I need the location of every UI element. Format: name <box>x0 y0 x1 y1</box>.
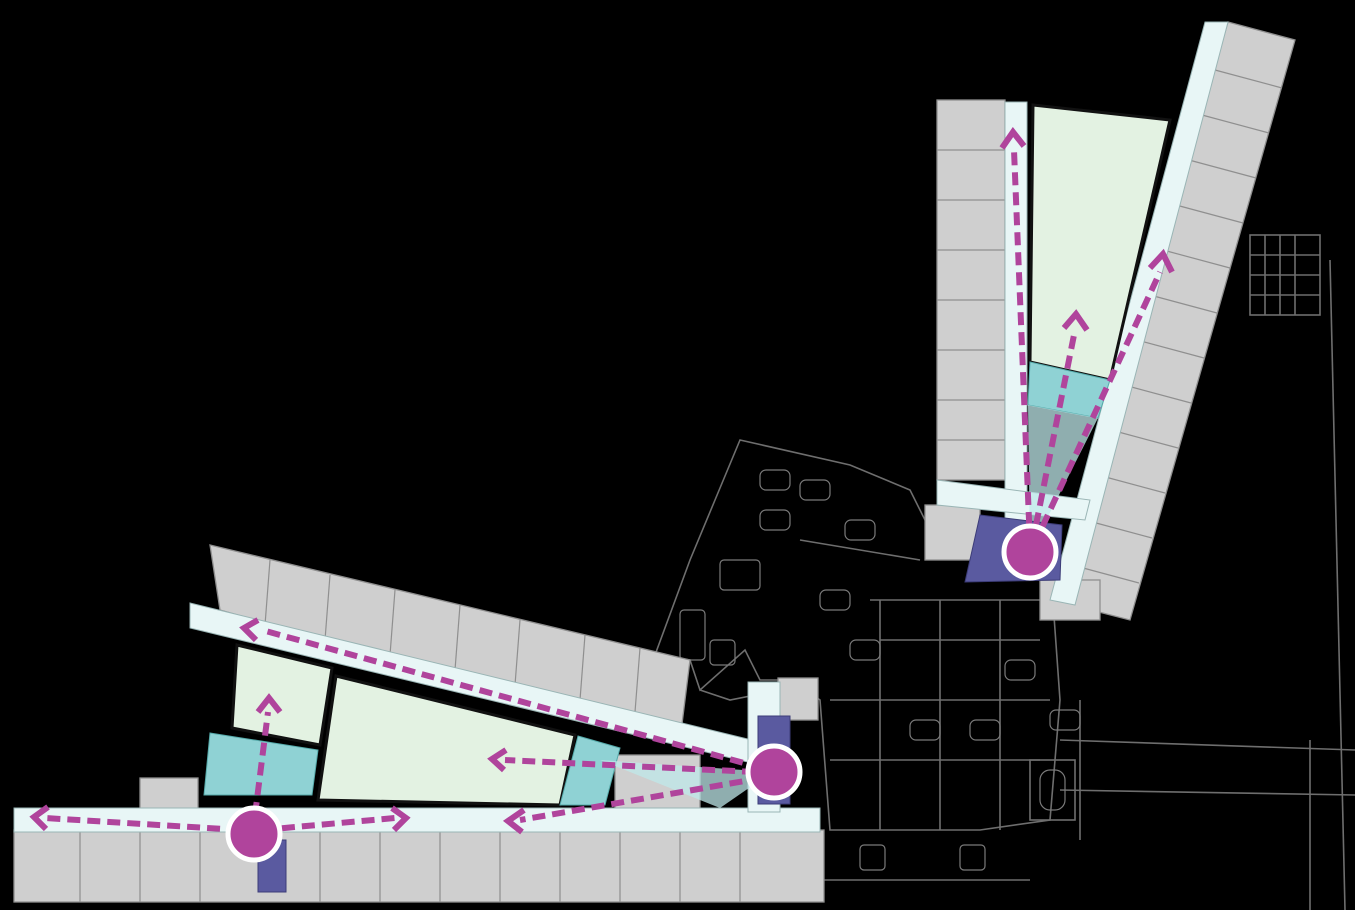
chevron-up-icon <box>255 693 283 714</box>
sightline-east <box>261 815 396 833</box>
sightline-northeast <box>1031 270 1163 547</box>
south-wing-rooms <box>13 829 825 903</box>
sightline-courtyard-north <box>1029 329 1078 546</box>
chevron-up-icon <box>1061 309 1090 332</box>
chevron-up-icon <box>999 126 1027 150</box>
transition-zones <box>203 361 1111 806</box>
sightline-arrows <box>44 149 1163 833</box>
courtyards <box>230 103 1172 807</box>
sightline-west <box>44 815 241 833</box>
arrow-heads <box>29 126 1175 835</box>
chevron-left-icon <box>239 617 260 643</box>
central-hub-node-icon <box>745 743 803 801</box>
chevron-left-icon <box>29 804 50 832</box>
hub-nodes <box>225 523 1059 863</box>
chevron-left-icon <box>502 807 526 835</box>
west-courtyard <box>230 643 334 747</box>
sightline-south-corridor <box>519 775 763 823</box>
commons-furniture <box>679 469 1081 871</box>
central-commons-linework <box>653 234 1355 910</box>
south-hub-node-icon <box>225 805 283 863</box>
chevron-left-icon <box>487 747 508 773</box>
sightline-courtyard-west <box>252 711 271 816</box>
room-partitions <box>79 69 1283 902</box>
sightline-diagonal <box>261 627 763 771</box>
chevron-up-icon <box>1147 248 1175 274</box>
sightline-north <box>1011 149 1033 546</box>
north-hub-node-icon <box>1001 523 1059 581</box>
south-corridor <box>13 807 821 833</box>
chevron-right-icon <box>390 805 411 833</box>
sightline-courtyard-main <box>504 757 756 775</box>
north-wing-rooms <box>936 99 1006 481</box>
rooms <box>13 21 1296 903</box>
